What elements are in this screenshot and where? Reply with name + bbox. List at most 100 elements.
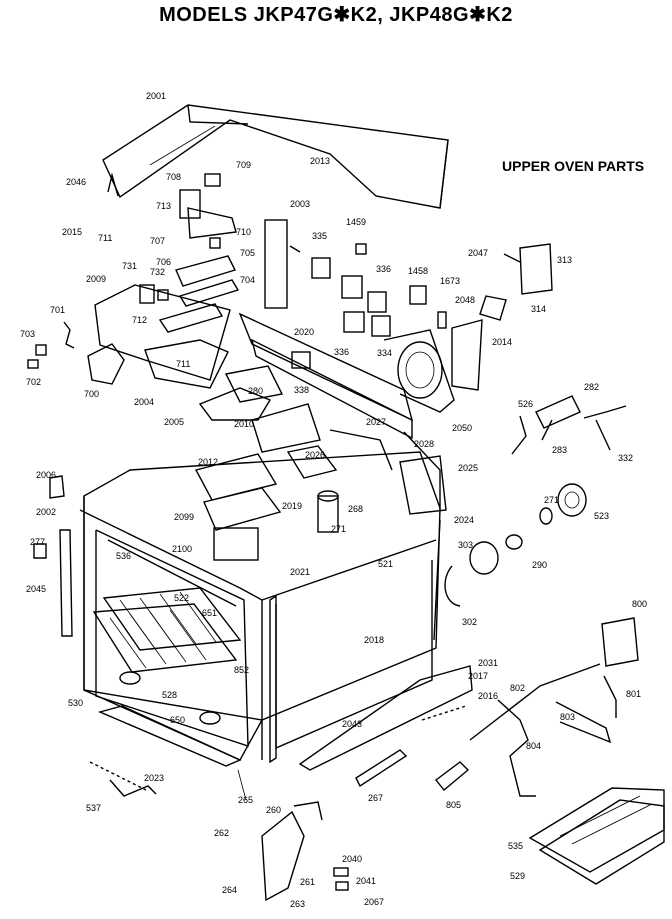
- bottom-trim: [89, 705, 242, 797]
- label-711: 711: [98, 233, 113, 243]
- label-2003: 2003: [290, 199, 311, 209]
- label-523: 523: [594, 511, 610, 521]
- label-802: 802: [510, 683, 526, 693]
- label-713: 713: [156, 201, 172, 211]
- label-2010: 2010: [234, 419, 255, 429]
- label-530: 530: [68, 698, 84, 708]
- label-1673: 1673: [440, 276, 461, 286]
- label-2005: 2005: [164, 417, 185, 427]
- top-cover-panel: [102, 104, 449, 209]
- label-261: 261: [300, 877, 316, 887]
- label-651: 651: [202, 608, 218, 618]
- label-805: 805: [446, 800, 462, 810]
- label-2017: 2017: [468, 671, 489, 681]
- label-704: 704: [240, 275, 256, 285]
- label-264: 264: [222, 885, 238, 895]
- broiler-pan: [528, 787, 665, 885]
- frame-rail: [238, 312, 414, 440]
- door-hinge-parts: [237, 769, 349, 902]
- label-2021: 2021: [290, 567, 311, 577]
- label-2015: 2015: [62, 227, 83, 237]
- label-701: 701: [50, 305, 66, 315]
- label-803: 803: [560, 712, 576, 722]
- inner-panel: [94, 284, 231, 389]
- label-710: 710: [236, 227, 252, 237]
- label-2004: 2004: [134, 397, 155, 407]
- left-small-parts: [27, 321, 125, 385]
- label-709: 709: [236, 160, 252, 170]
- oven-light-parts: [444, 395, 627, 607]
- lower-right-parts: [298, 617, 639, 797]
- label-2001: 2001: [146, 91, 167, 101]
- label-535: 535: [508, 841, 524, 851]
- label-801: 801: [626, 689, 642, 699]
- label-2046: 2046: [66, 177, 87, 187]
- center-parts: [198, 351, 321, 453]
- label-705: 705: [240, 248, 256, 258]
- label-1458: 1458: [408, 266, 429, 276]
- label-2027: 2027: [366, 417, 387, 427]
- label-2020: 2020: [294, 327, 315, 337]
- label-800: 800: [632, 599, 648, 609]
- label-708: 708: [166, 172, 182, 182]
- label-706: 706: [156, 257, 172, 267]
- label-528: 528: [162, 690, 178, 700]
- label-2031: 2031: [478, 658, 499, 668]
- label-2026: 2026: [305, 450, 326, 460]
- oven-racks: [92, 587, 242, 725]
- label-650: 650: [170, 715, 186, 725]
- relay-cluster: [311, 243, 391, 337]
- label-852: 852: [234, 665, 250, 675]
- label-2028: 2028: [414, 439, 435, 449]
- side-trim: [33, 475, 277, 764]
- label-2048: 2048: [455, 295, 476, 305]
- label-267: 267: [368, 793, 384, 803]
- label-521: 521: [378, 559, 394, 569]
- label-707: 707: [150, 236, 166, 246]
- label-2024: 2024: [454, 515, 475, 525]
- label-2025: 2025: [458, 463, 479, 473]
- label-2099: 2099: [174, 512, 195, 522]
- label-303: 303: [458, 540, 474, 550]
- label-2023: 2023: [144, 773, 165, 783]
- label-2043: 2043: [342, 719, 363, 729]
- label-2019: 2019: [282, 501, 303, 511]
- label-536: 536: [116, 551, 132, 561]
- label-711b: 711: [176, 359, 191, 369]
- label-2016: 2016: [478, 691, 499, 701]
- label-2040: 2040: [342, 854, 363, 864]
- label-268: 268: [348, 504, 364, 514]
- label-314: 314: [531, 304, 547, 314]
- label-2041: 2041: [356, 876, 377, 886]
- label-700: 700: [84, 389, 100, 399]
- label-290: 290: [532, 560, 548, 570]
- label-334: 334: [377, 348, 393, 358]
- label-2047: 2047: [468, 248, 489, 258]
- diagram-title: MODELS JKP47G✱K2, JKP48G✱K2: [159, 4, 513, 26]
- label-537: 537: [86, 803, 102, 813]
- label-265: 265: [238, 795, 254, 805]
- label-703: 703: [20, 329, 36, 339]
- bake-element: [194, 445, 339, 561]
- label-522: 522: [174, 593, 190, 603]
- label-702: 702: [26, 377, 42, 387]
- label-1459: 1459: [346, 217, 367, 227]
- label-313: 313: [557, 255, 573, 265]
- label-263: 263: [290, 899, 306, 909]
- label-529: 529: [510, 871, 526, 881]
- label-712: 712: [132, 315, 148, 325]
- oven-cabinet: [79, 429, 447, 761]
- label-262: 262: [214, 828, 230, 838]
- label-2100: 2100: [172, 544, 193, 554]
- switch-cluster: [139, 173, 240, 333]
- label-336b: 336: [334, 347, 350, 357]
- section-heading: UPPER OVEN PARTS: [502, 158, 645, 174]
- label-731: 731: [122, 261, 138, 271]
- label-2012: 2012: [198, 457, 219, 467]
- label-277: 277: [30, 537, 46, 547]
- label-2018: 2018: [364, 635, 385, 645]
- label-2009: 2009: [86, 274, 107, 284]
- label-271b: 271: [331, 524, 347, 534]
- bracket-2003: [264, 219, 301, 309]
